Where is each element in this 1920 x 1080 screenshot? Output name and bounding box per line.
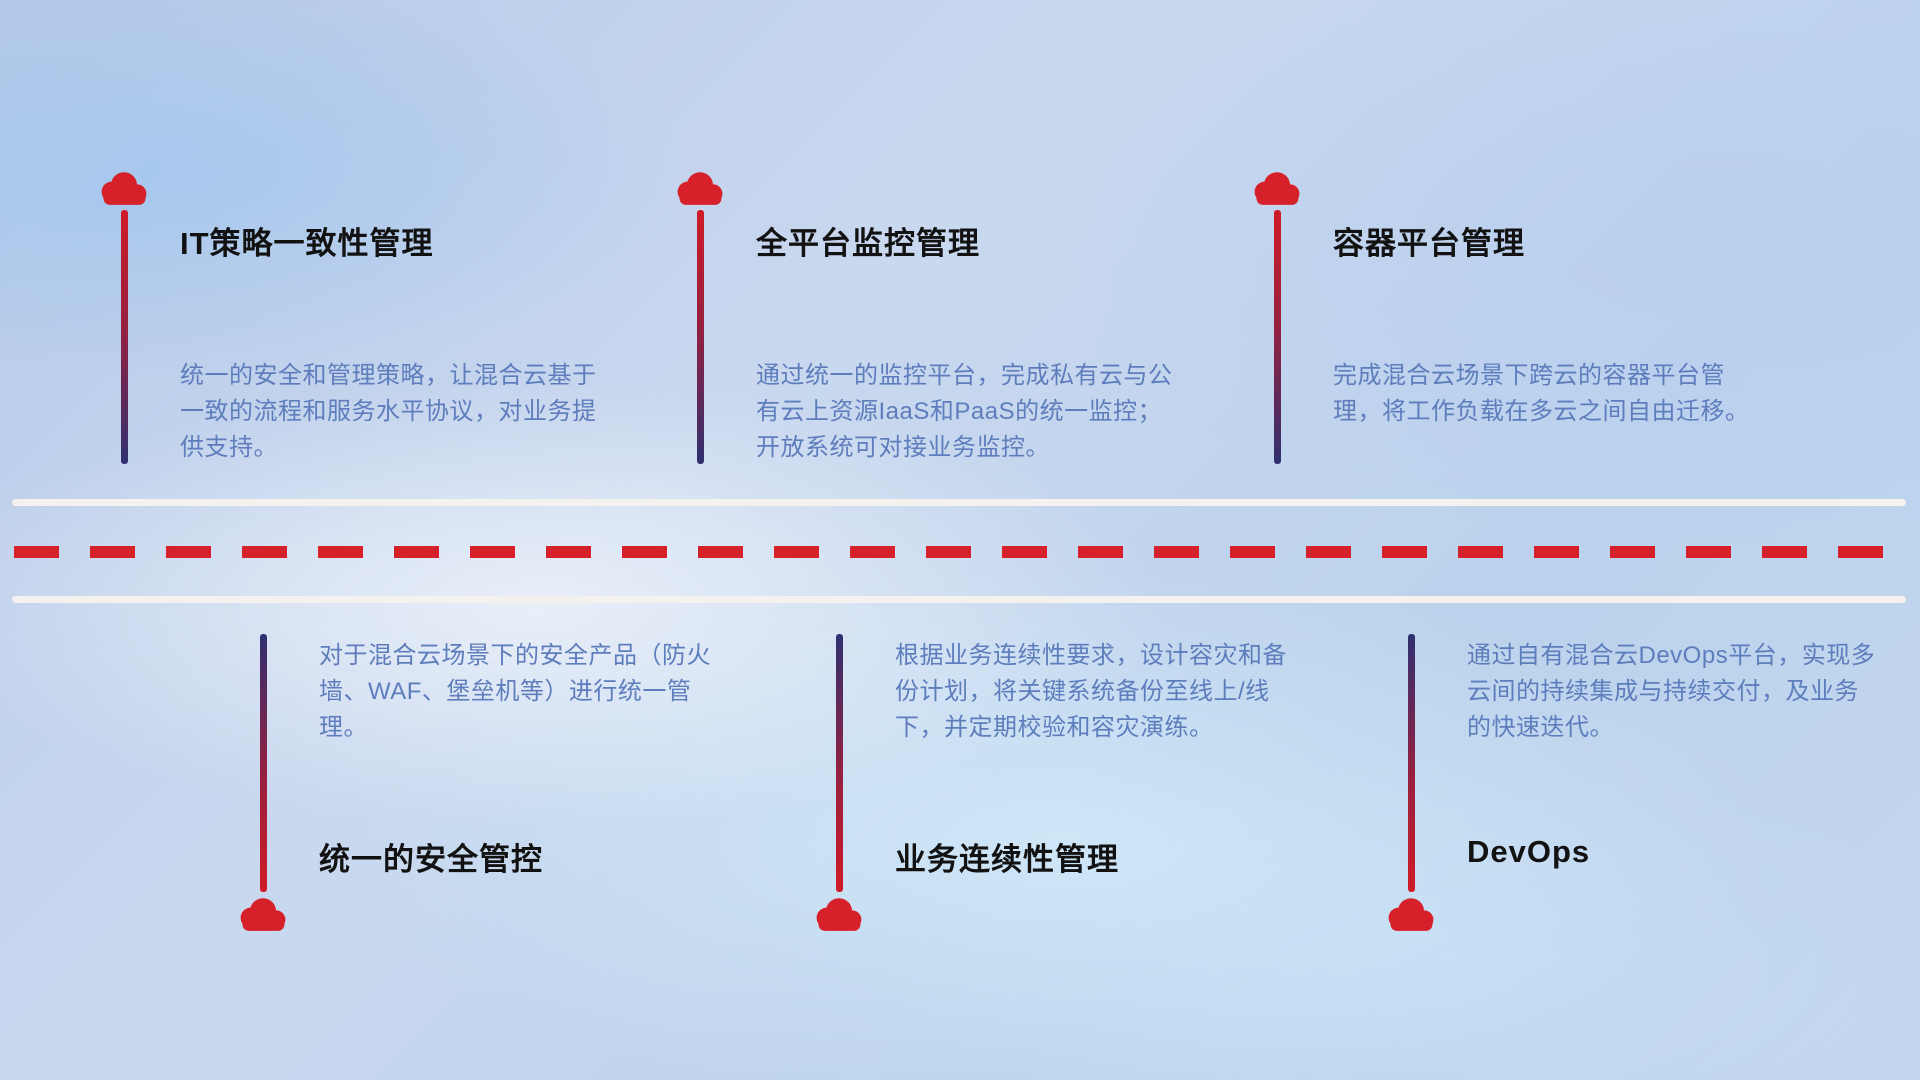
item-description: 完成混合云场景下跨云的容器平台管理，将工作负载在多云之间自由迁移。 xyxy=(1333,362,1750,425)
connector-line xyxy=(1408,634,1415,892)
connector-line xyxy=(121,210,128,464)
road-dashed-centerline xyxy=(14,546,1906,558)
item-description: 统一的安全和管理策略，让混合云基于一致的流程和服务水平协议，对业务提供支持。 xyxy=(180,362,597,461)
item-title: 容器平台管理 xyxy=(1333,226,1525,261)
item-title: 统一的安全管控 xyxy=(319,842,543,877)
cloud-icon xyxy=(235,896,291,934)
cloud-icon xyxy=(672,170,728,208)
item-title: 业务连续性管理 xyxy=(895,842,1119,877)
item-description: 对于混合云场景下的安全产品（防火墙、WAF、堡垒机等）进行统一管理。 xyxy=(319,642,711,741)
item-title: DevOps xyxy=(1467,834,1591,869)
connector-line xyxy=(836,634,843,892)
item-description: 通过自有混合云DevOps平台，实现多云间的持续集成与持续交付，及业务的快速迭代… xyxy=(1467,642,1876,741)
item-title: 全平台监控管理 xyxy=(756,226,980,261)
road-line-bottom xyxy=(12,596,1906,603)
road-line-top xyxy=(12,499,1906,506)
cloud-icon xyxy=(1249,170,1305,208)
connector-line xyxy=(1274,210,1281,464)
connector-line xyxy=(697,210,704,464)
item-title: IT策略一致性管理 xyxy=(180,226,434,261)
connector-line xyxy=(260,634,267,892)
cloud-icon xyxy=(1383,896,1439,934)
cloud-icon xyxy=(811,896,867,934)
cloud-icon xyxy=(96,170,152,208)
item-description: 根据业务连续性要求，设计容灾和备份计划，将关键系统备份至线上/线下，并定期校验和… xyxy=(895,642,1287,741)
item-description: 通过统一的监控平台，完成私有云与公有云上资源IaaS和PaaS的统一监控；开放系… xyxy=(756,362,1173,461)
